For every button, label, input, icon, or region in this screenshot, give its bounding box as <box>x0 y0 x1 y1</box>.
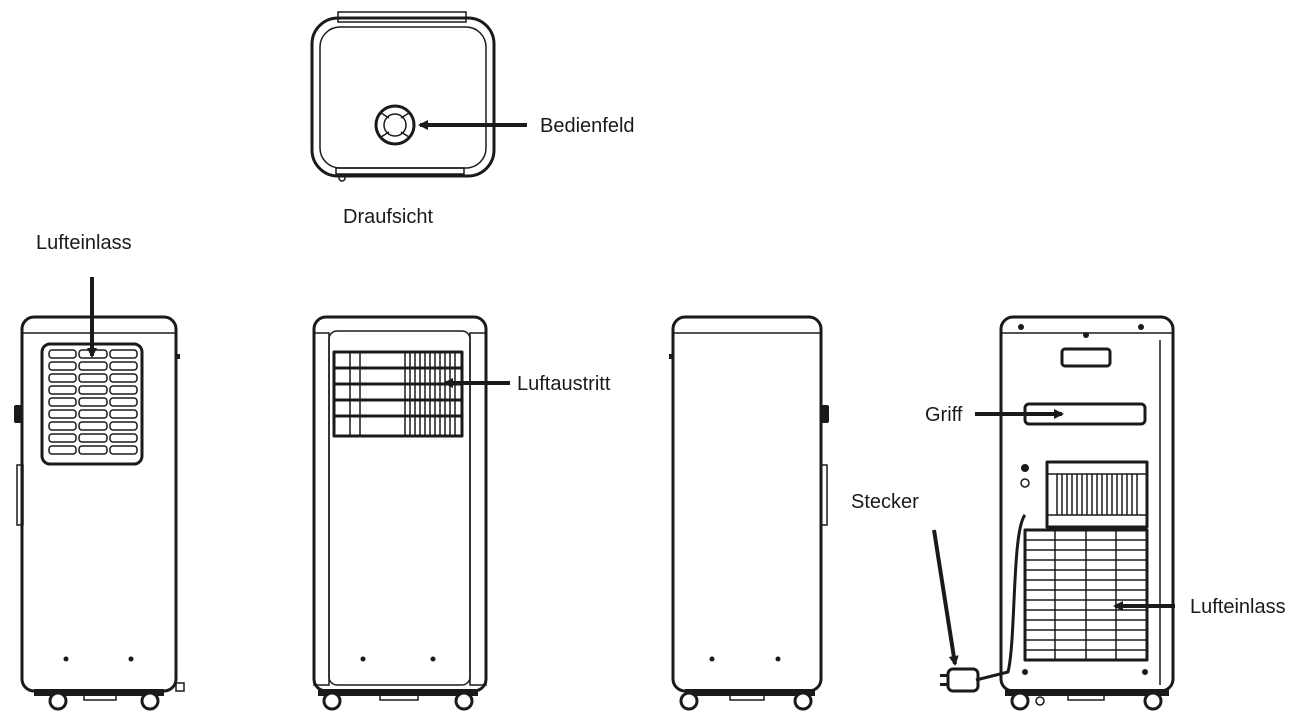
upper-filter <box>1045 460 1149 529</box>
side-view-left-body <box>20 315 178 693</box>
back-view <box>932 315 1175 711</box>
air-outlet-label: Luftaustritt <box>517 373 611 395</box>
side-knob-right <box>821 405 829 423</box>
plug-label: Stecker <box>851 491 919 513</box>
wheels-side-right <box>679 691 813 711</box>
air-inlet-right-label: Lufteinlass <box>1190 596 1286 618</box>
side-view-right-body <box>671 315 823 693</box>
power-cord <box>975 514 1027 682</box>
top-view-foot <box>338 174 346 182</box>
handle-label: Griff <box>925 404 963 426</box>
side-knob-left <box>14 405 22 423</box>
top-view-outline <box>310 16 496 178</box>
top-view-caption: Draufsicht <box>343 206 434 228</box>
wheels-back <box>1010 691 1163 711</box>
top-view-base-strip <box>335 167 465 175</box>
top-view <box>310 11 527 182</box>
front-view <box>312 315 510 711</box>
air-inlet-left-label: Lufteinlass <box>36 232 132 254</box>
control-panel-dial <box>374 104 416 146</box>
plug-arrow <box>932 529 959 666</box>
control-panel-label: Bedienfeld <box>540 115 635 137</box>
side-handle-right <box>820 464 828 526</box>
side-view-left <box>14 277 185 711</box>
front-view-body <box>312 315 488 693</box>
top-view-inner <box>319 26 487 169</box>
wheels-left <box>48 691 160 711</box>
wheels-front <box>322 691 474 711</box>
grille-slots-left <box>48 349 138 455</box>
side-handle-left <box>16 464 24 526</box>
back-top-vent <box>1060 347 1112 368</box>
side-view-right <box>669 315 829 711</box>
air-outlet-louvers <box>332 350 464 438</box>
lower-air-inlet-grille <box>1023 528 1149 662</box>
power-plug <box>940 667 980 693</box>
